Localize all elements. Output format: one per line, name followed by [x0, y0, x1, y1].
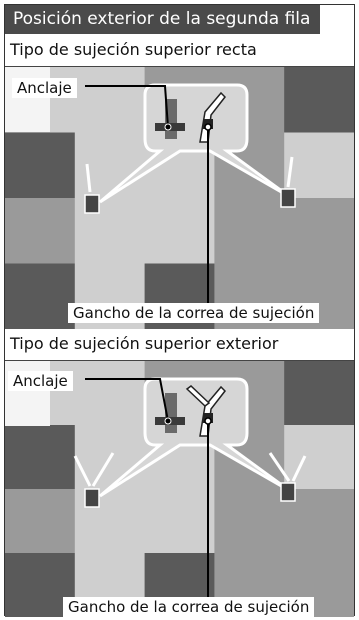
mosaic-tile: [74, 132, 146, 199]
left-strap-lines: [73, 452, 115, 487]
figure-1-drawing: [5, 67, 354, 329]
left-strap-line: [85, 163, 92, 193]
left-seat-hook: [84, 194, 100, 214]
mosaic-tile: [284, 425, 354, 490]
mosaic-tile: [284, 489, 354, 554]
mosaic-tile: [5, 132, 76, 199]
anchor-leader-dot: [164, 417, 172, 425]
hook-leader-dot: [204, 417, 212, 425]
mosaic-tile: [144, 489, 216, 554]
figure-2-anchor-label: Anclaje: [8, 371, 73, 391]
mosaic-tile: [5, 425, 76, 490]
right-seat-hook: [280, 188, 296, 208]
mosaic-tile: [214, 489, 286, 554]
figure-1-anchor-label: Anclaje: [12, 78, 77, 98]
right-strap-line: [286, 156, 294, 188]
figure-2-illustration: [5, 360, 354, 617]
right-strap-lines: [268, 452, 307, 482]
mosaic-highlight: [5, 67, 50, 132]
right-seat-hook: [280, 482, 296, 502]
figure-2-drawing: [5, 361, 354, 617]
mosaic-tile: [214, 198, 286, 265]
page-title: Posición exterior de la segunda fila: [5, 5, 321, 34]
anchor-leader-line: [85, 378, 169, 422]
anchor-leader-dot: [164, 123, 172, 131]
anchor-leader-line: [85, 85, 169, 128]
mosaic-tile: [144, 198, 216, 265]
mosaic-tile: [284, 67, 354, 134]
mosaic-tile: [74, 67, 146, 134]
mosaic-tile: [5, 263, 76, 329]
figure-1-illustration: [5, 66, 354, 329]
mosaic-tile: [284, 132, 354, 199]
mosaic-tile: [74, 361, 146, 426]
left-seat-hook: [84, 488, 100, 508]
figure-2-title: Tipo de sujeción superior exterior: [10, 334, 279, 353]
hook-leader-dot: [204, 123, 212, 131]
mosaic-tile: [5, 198, 76, 265]
mosaic-tile: [5, 489, 76, 554]
figure-2-hook-label: Gancho de la correa de sujeción: [63, 597, 315, 617]
figure-1-hook-label: Gancho de la correa de sujeción: [68, 303, 320, 323]
callout-bubble: [99, 377, 291, 498]
tether-hook-outer-strap: [185, 385, 211, 407]
mosaic-tile: [284, 361, 354, 426]
figure-1-title: Tipo de sujeción superior recta: [10, 40, 257, 59]
mosaic-tile: [284, 198, 354, 265]
callout-bubble: [99, 83, 291, 204]
